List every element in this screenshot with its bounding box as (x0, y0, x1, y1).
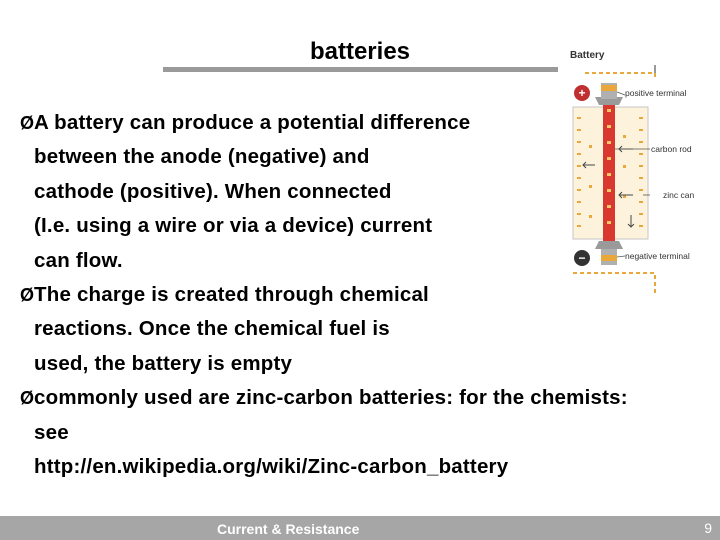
bullet-line: see (34, 420, 69, 444)
bullet-marker: Ø (20, 285, 35, 306)
bullet-marker: Ø (20, 388, 35, 409)
bullet-item-3: Ø commonly used are zinc-carbon batterie… (20, 381, 720, 484)
bullet-line: used, the battery is empty (34, 351, 293, 375)
footer-title: Current & Resistance (217, 521, 360, 537)
bullet-line: A battery can produce a potential differ… (34, 111, 471, 134)
bullet-marker: Ø (20, 113, 35, 133)
figure-title: Battery (570, 50, 605, 61)
wikipedia-link[interactable]: http://en.wikipedia.org/wiki/Zinc-carbon… (34, 455, 509, 479)
bullet-item-2: Ø The charge is created through chemical… (20, 278, 720, 381)
bullet-line: between the anode (negative) and (34, 145, 370, 169)
slide-title-text: batteries (309, 38, 411, 65)
bullet-line: commonly used are zinc-carbon batteries:… (34, 386, 628, 410)
slide-title: batteries (0, 38, 720, 66)
bullet-list: Ø A battery can produce a potential diff… (20, 106, 720, 484)
label-negative-terminal: negative terminal (625, 251, 690, 261)
bullet-line: The charge is created through chemical (34, 283, 429, 307)
plus-symbol: + (578, 86, 585, 100)
bullet-line: can flow. (34, 248, 123, 272)
footer-bar: Current & Resistance 9 (0, 516, 720, 540)
page-number: 9 (704, 520, 712, 536)
plus-icon (574, 85, 590, 101)
battery-diagram: Battery + − (570, 50, 694, 293)
label-zinc-can: zinc can (663, 190, 694, 200)
bullet-line: cathode (positive). When connected (34, 179, 392, 203)
label-carbon-rod: carbon rod (651, 144, 692, 154)
label-positive-terminal: positive terminal (625, 88, 687, 98)
bullet-line: reactions. Once the chemical fuel is (34, 317, 390, 341)
title-underline (163, 67, 558, 72)
minus-icon (574, 250, 590, 266)
minus-symbol: − (578, 251, 585, 265)
bullet-item-1: Ø A battery can produce a potential diff… (20, 106, 720, 278)
bullet-line: (I.e. using a wire or via a device) curr… (34, 214, 433, 238)
